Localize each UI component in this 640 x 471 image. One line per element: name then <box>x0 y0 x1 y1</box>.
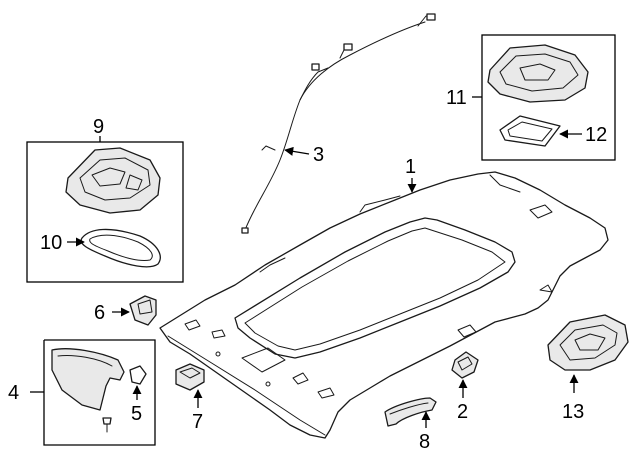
callout-10: 10 <box>40 232 62 254</box>
callout-labels: 1 2 3 4 5 6 7 8 9 10 11 12 13 <box>8 87 607 453</box>
hook-part <box>451 351 479 379</box>
callout-2: 2 <box>457 401 468 423</box>
box-console-group <box>26 141 184 283</box>
visor-screw-part <box>102 417 112 433</box>
callout-6: 6 <box>94 302 105 324</box>
callout-1: 1 <box>405 156 416 178</box>
map-light-lens-part <box>499 115 561 147</box>
wiring-harness-part <box>241 13 436 234</box>
map-light-part <box>487 44 589 103</box>
overhead-console-part <box>65 147 161 214</box>
callout-3: 3 <box>313 144 324 166</box>
callout-8: 8 <box>419 431 430 453</box>
box-visor-group <box>43 339 156 446</box>
headliner-part <box>159 171 609 439</box>
sun-visor-part <box>51 348 125 411</box>
dome-lamp-part <box>547 314 629 371</box>
callout-11: 11 <box>446 87 467 109</box>
leader-lines <box>30 96 582 428</box>
callout-4: 4 <box>8 382 19 404</box>
grab-handle-part <box>384 397 437 427</box>
visor-holder-part <box>129 365 147 385</box>
callout-12: 12 <box>585 124 607 146</box>
console-lens-part <box>80 228 161 268</box>
clip-part <box>129 295 157 326</box>
callout-9: 9 <box>93 116 104 138</box>
callout-7: 7 <box>192 411 203 433</box>
bracket-part <box>175 363 205 391</box>
callout-5: 5 <box>131 403 142 425</box>
callout-13: 13 <box>562 401 584 423</box>
